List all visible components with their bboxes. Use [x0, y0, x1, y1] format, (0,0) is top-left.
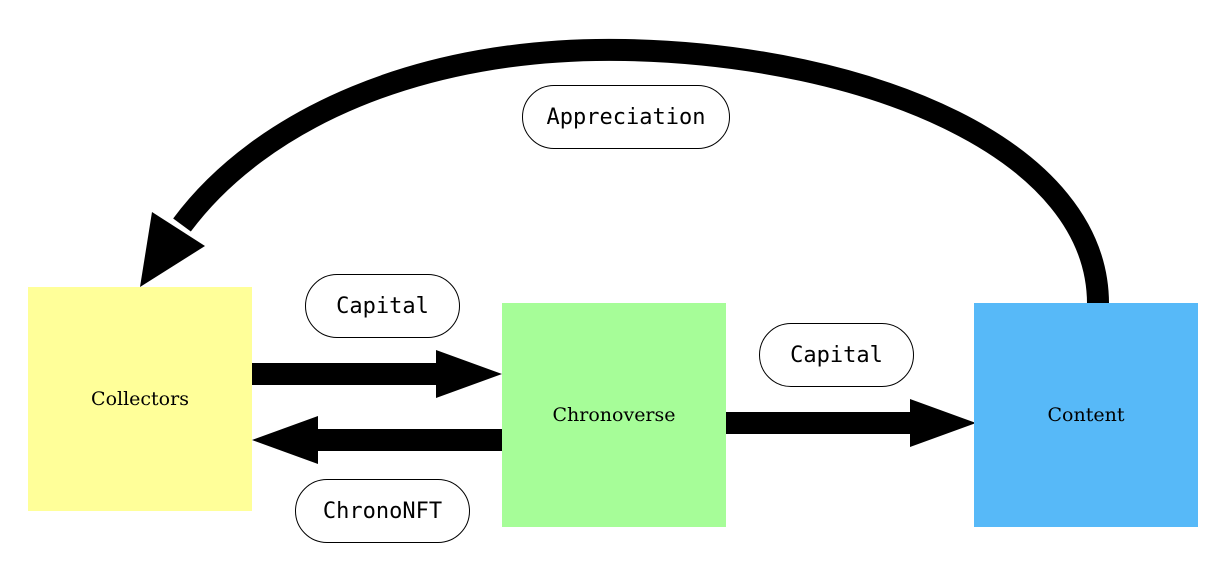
edge-chrononft-shaft [316, 429, 502, 451]
node-collectors-label: Collectors [91, 388, 189, 410]
edge-appreciation-arrow [173, 38, 1110, 307]
edge-capital-1-arrowhead [436, 350, 502, 398]
edge-capital-2-shaft [726, 412, 912, 434]
edge-label-capital-1-text: Capital [336, 293, 429, 319]
node-collectors: Collectors [28, 287, 252, 511]
edge-capital-1-shaft [252, 363, 438, 385]
node-chronoverse: Chronoverse [502, 303, 726, 527]
node-content-label: Content [1047, 404, 1125, 426]
edge-chrononft-arrowhead [252, 416, 318, 464]
edge-capital-2-arrowhead [910, 399, 976, 447]
edge-label-chrononft-text: ChronoNFT [322, 498, 443, 524]
edge-label-appreciation-text: Appreciation [546, 104, 706, 130]
edge-appreciation-arrowhead [140, 212, 205, 287]
node-content: Content [974, 303, 1198, 527]
edge-label-capital-2: Capital [759, 323, 914, 387]
edge-label-capital-1: Capital [305, 274, 460, 338]
edge-label-capital-2-text: Capital [790, 342, 883, 368]
node-chronoverse-label: Chronoverse [552, 404, 676, 426]
edge-label-chrononft: ChronoNFT [295, 479, 470, 543]
edge-label-appreciation: Appreciation [522, 85, 730, 149]
